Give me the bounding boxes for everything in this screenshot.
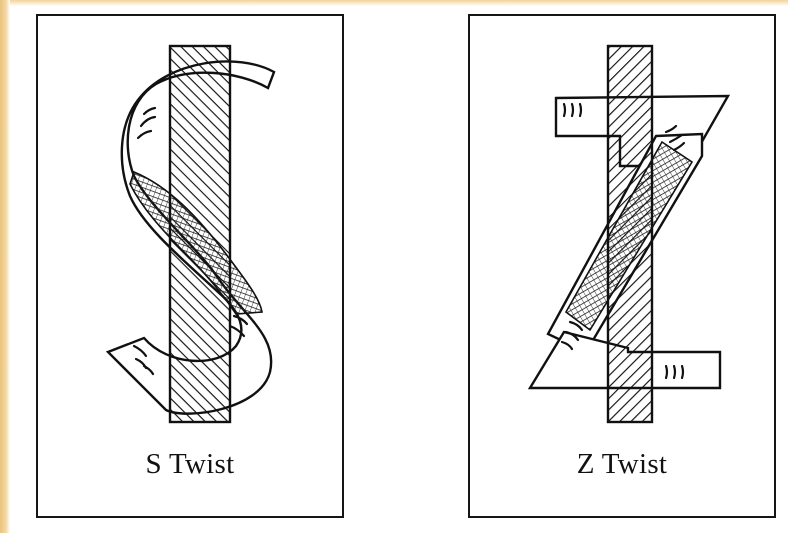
- z-twist-yarn: [608, 46, 652, 422]
- s-twist-panel: S Twist: [36, 14, 344, 518]
- s-twist-caption: S Twist: [38, 448, 342, 481]
- s-twist-illustration: [38, 16, 342, 516]
- s-twist-yarn: [170, 46, 230, 422]
- z-twist-caption: Z Twist: [470, 448, 774, 481]
- left-frame-stripe: [0, 0, 10, 533]
- z-twist-panel: Z Twist: [468, 14, 776, 518]
- z-twist-illustration: [470, 16, 774, 516]
- top-frame-stripe: [0, 0, 788, 6]
